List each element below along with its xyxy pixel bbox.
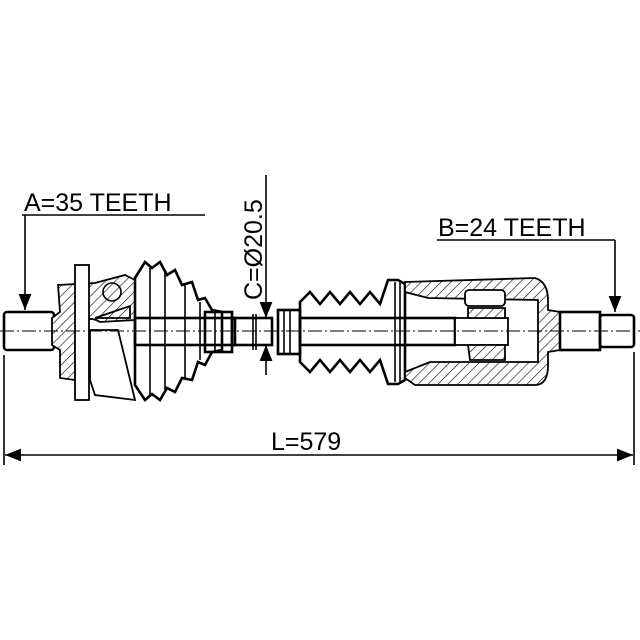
spline-b-label: B=24 TEETH — [438, 214, 586, 242]
inner-boot — [298, 278, 407, 386]
spline-a-label: A=35 TEETH — [24, 189, 172, 217]
shaft-diameter-label: C=Ø20.5 — [240, 199, 268, 300]
spline-a-callout: A=35 TEETH — [18, 189, 205, 310]
outer-cv-joint — [51, 264, 137, 402]
spline-b-callout: B=24 TEETH — [437, 214, 622, 312]
length-label: L=579 — [271, 428, 341, 456]
inner-tripod-housing — [404, 277, 561, 386]
length-dimension: L=579 — [3, 352, 635, 465]
shaft-diameter-callout: C=Ø20.5 — [240, 175, 273, 375]
intermediate-shaft — [133, 308, 457, 356]
